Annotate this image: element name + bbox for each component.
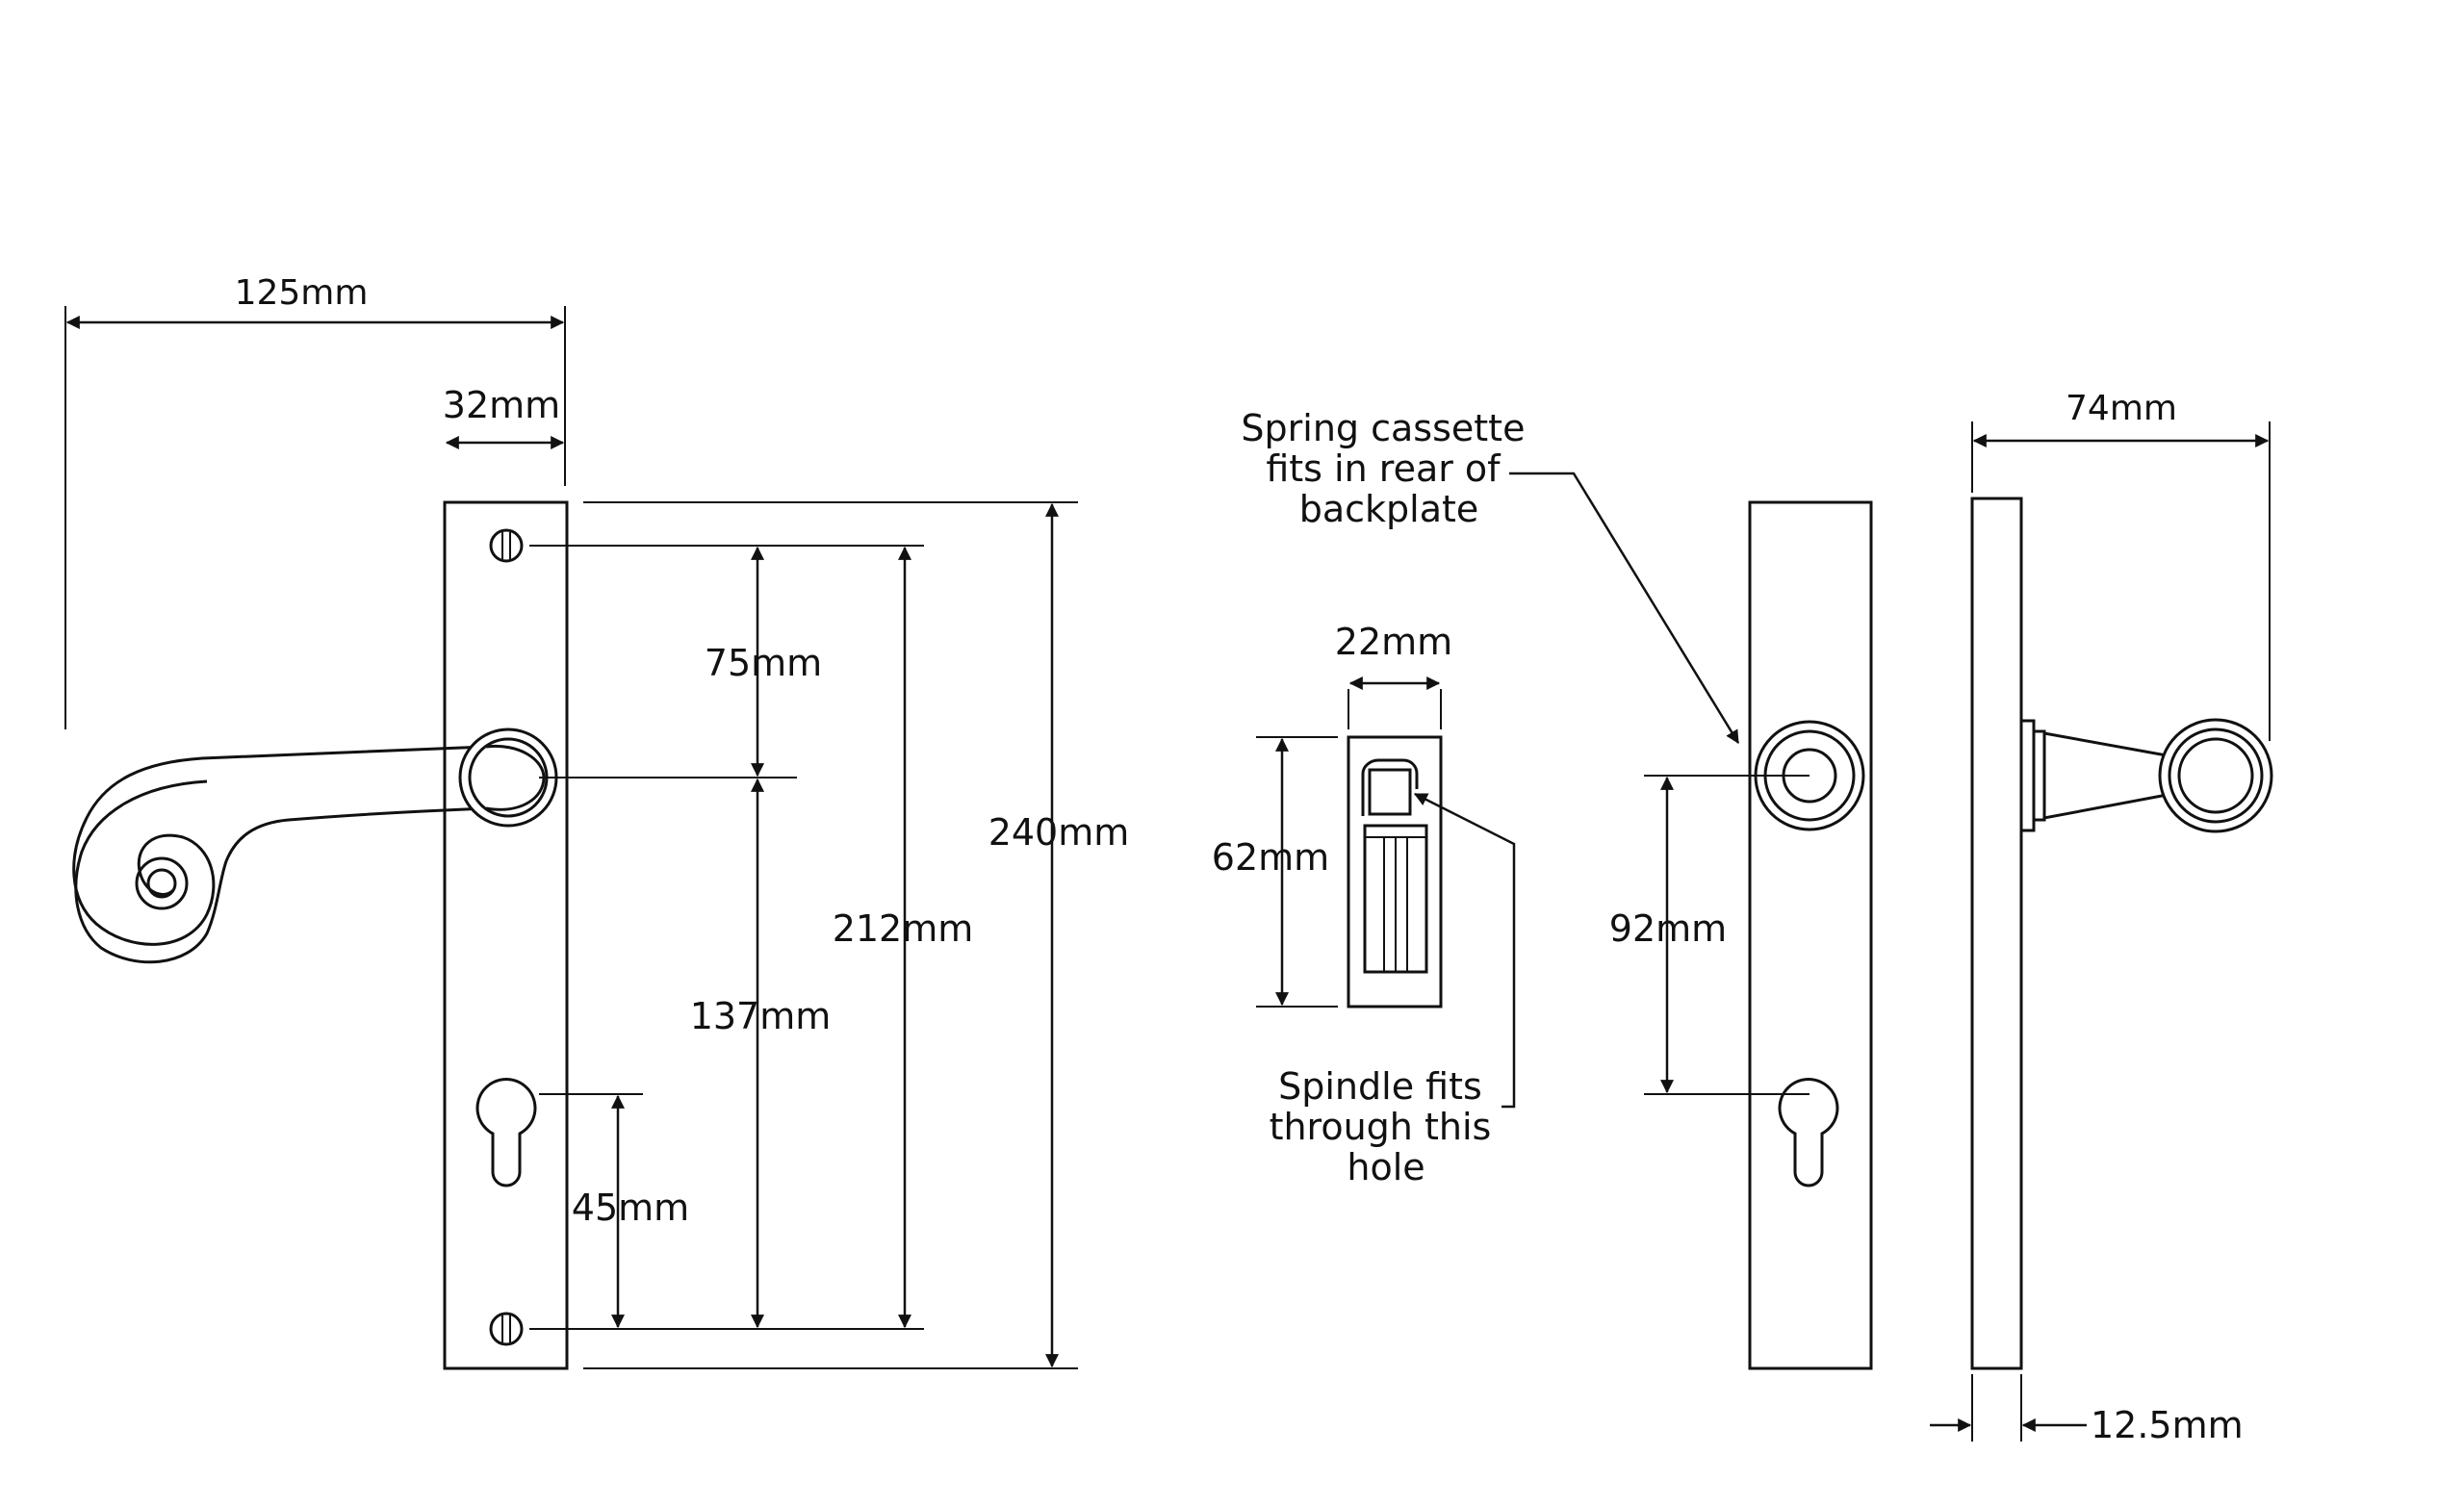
bottom-screw-icon: [489, 1312, 524, 1346]
scroll-lever-handle: [72, 745, 487, 964]
dim-label-240: 240mm: [988, 811, 1130, 854]
front-view: 125mm 32mm 75mm 137mm 212mm 240mm 45mm: [64, 273, 1130, 1370]
side-rose-step: [2032, 729, 2046, 822]
front-backplate: [443, 500, 569, 1370]
dim-label-45: 45mm: [572, 1187, 689, 1229]
top-screw-icon: [489, 528, 524, 563]
rear-view: 92mm Spring cassette fits in rear of bac…: [1241, 407, 1873, 1370]
spring-cassette-note-line-3: backplate: [1299, 488, 1479, 530]
spring-cassette-note: Spring cassette fits in rear of backplat…: [1241, 407, 1536, 530]
dim-label-62: 62mm: [1212, 836, 1329, 879]
spring-cassette: 22mm 62mm Spindle fits through this hole: [1212, 621, 1516, 1188]
dim-label-212: 212mm: [833, 907, 974, 950]
dim-label-22: 22mm: [1335, 621, 1452, 663]
dim-label-137: 137mm: [690, 995, 832, 1037]
spindle-note-line-1: Spindle fits: [1278, 1065, 1482, 1108]
spindle-note: Spindle fits through this hole: [1270, 1065, 1503, 1188]
cassette-spindle-slot: [1361, 758, 1419, 816]
rear-backplate: [1748, 500, 1873, 1370]
dim-label-74: 74mm: [2066, 389, 2177, 428]
side-lever-neck: [2042, 731, 2179, 820]
spindle-note-leader: [1413, 792, 1516, 1109]
dim-label-125: 125mm: [235, 273, 369, 313]
cassette-square-hole: [1368, 768, 1412, 816]
spindle-note-line-2: through this: [1270, 1106, 1492, 1148]
dim-label-12-5: 12.5mm: [2091, 1404, 2244, 1446]
dim-label-92: 92mm: [1609, 907, 1727, 950]
spindle-note-line-3: hole: [1347, 1146, 1424, 1188]
rear-keyhole-icon: [1778, 1078, 1839, 1187]
side-rose-collar: [2019, 719, 2036, 832]
side-view: 74mm 12.5mm: [1930, 389, 2273, 1446]
spring-cassette-note-line-1: Spring cassette: [1241, 407, 1525, 449]
spring-cassette-note-leader: [1509, 472, 1740, 744]
dim-label-75: 75mm: [705, 642, 822, 684]
front-rose: [458, 727, 558, 828]
side-lever-end-icon: [2158, 718, 2273, 833]
front-keyhole-icon: [475, 1078, 537, 1187]
dim-label-32: 32mm: [443, 384, 560, 426]
side-backplate: [1970, 497, 2023, 1370]
spring-cassette-note-line-2: fits in rear of: [1266, 447, 1502, 490]
